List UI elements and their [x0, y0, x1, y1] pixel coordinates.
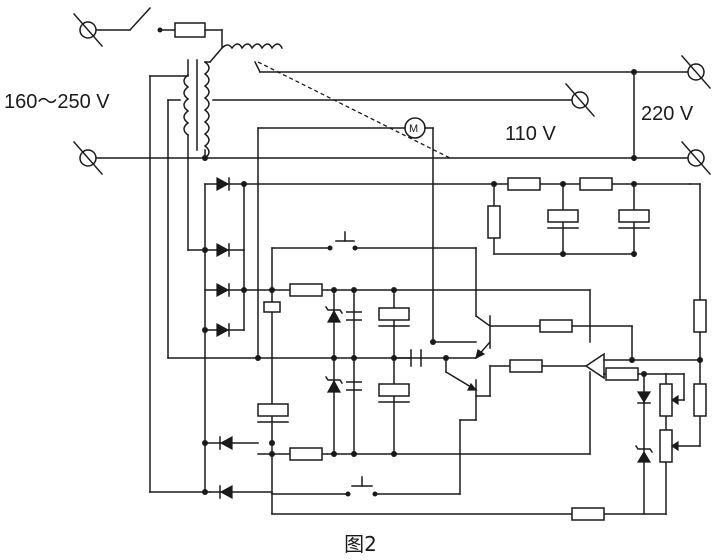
resistor-r-top-2: [579, 177, 613, 191]
resistor-bottom: [571, 507, 605, 521]
resistor-r-right-low: [693, 383, 707, 417]
diode-d2: [216, 242, 230, 258]
capacitor-c-top-2: [618, 209, 650, 229]
pushbutton-top: [327, 231, 358, 251]
potentiometer-upper: [659, 383, 685, 417]
resistor-r4: [539, 319, 573, 333]
electrolytic-cap-upper: [378, 307, 410, 327]
resistor-r5: [509, 359, 543, 373]
pushbutton-bottom: [345, 476, 378, 497]
electrolytic-cap-left: [257, 403, 289, 423]
input-voltage-label: 160～250 V: [4, 91, 110, 113]
diode-d5: [219, 435, 233, 451]
zener-right: [634, 444, 654, 463]
output-terminal-220-top: [680, 54, 712, 90]
diode-d1: [216, 176, 230, 192]
input-terminal-top: [72, 12, 104, 48]
autotransformer-tap-coil: [208, 43, 284, 74]
resistor-small-left: [263, 301, 281, 313]
op-amp: [584, 352, 605, 380]
potentiometer-lower: [659, 429, 701, 463]
transistor-lower: [444, 365, 511, 421]
diode-d4: [216, 322, 230, 338]
output-220-label: 220 V: [641, 103, 694, 125]
transistor-upper: [474, 314, 541, 360]
resistor-r-right: [693, 299, 707, 333]
svg-text:M: M: [409, 123, 418, 135]
input-switch: [87, 6, 176, 33]
resistor-r-top-1: [507, 177, 541, 191]
output-terminal-220-bottom: [680, 140, 712, 176]
figure-caption: 图2: [344, 532, 377, 556]
transformer: [183, 59, 211, 251]
output-terminal-110: [564, 82, 596, 118]
capacitor-c-top-1: [547, 209, 579, 229]
diode-d3: [216, 282, 230, 298]
electrolytic-cap-lower: [378, 383, 410, 403]
resistor-r2: [289, 283, 323, 297]
capacitor-lower: [346, 381, 362, 391]
resistor-r3: [289, 447, 323, 461]
input-terminal-bottom: [72, 140, 104, 176]
zener-lower: [324, 375, 344, 393]
resistor-r-vert-left: [487, 205, 501, 239]
capacitor-upper: [346, 311, 362, 321]
motor: M: [404, 117, 426, 139]
output-110-label: 110 V: [505, 123, 556, 145]
diode-right: [636, 391, 652, 404]
resistor-r6: [605, 367, 639, 381]
motor-mechanical-link: [257, 61, 451, 159]
zener-upper: [324, 305, 344, 323]
fuse: [174, 22, 223, 49]
